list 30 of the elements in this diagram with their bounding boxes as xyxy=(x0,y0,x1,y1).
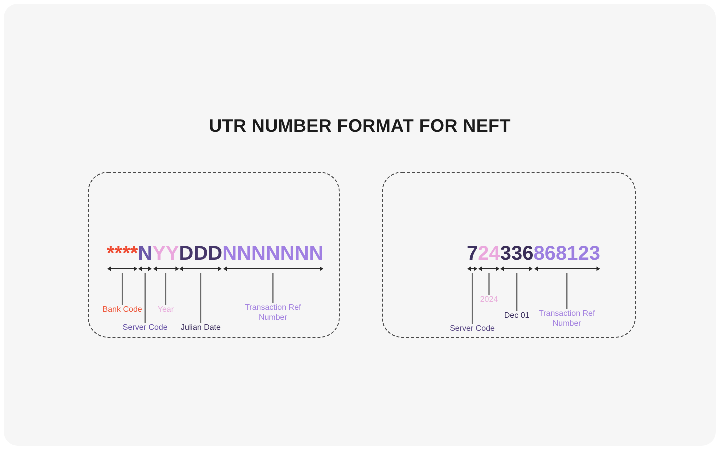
leader-line xyxy=(165,273,167,305)
dashed-panel xyxy=(88,172,340,338)
leader-line xyxy=(200,273,202,323)
segment-label: Bank Code xyxy=(102,305,142,315)
leader-line xyxy=(122,273,124,305)
segment-label: Year xyxy=(158,305,174,315)
leader-line xyxy=(144,273,146,323)
segment-label: Server Code xyxy=(450,324,496,334)
leader-line xyxy=(516,273,518,311)
code-text: 336 xyxy=(500,243,534,265)
code-text: **** xyxy=(107,243,138,265)
code-text: N xyxy=(138,243,153,265)
segment-label: 2024 xyxy=(480,295,498,305)
leader-line xyxy=(566,273,568,309)
code-text: 868123 xyxy=(534,243,600,265)
segment-label: Transaction Ref Number xyxy=(241,303,306,323)
title: UTR NUMBER FORMAT FOR NEFT xyxy=(208,115,512,137)
segment-label: Julian Date xyxy=(180,323,221,333)
segment-label: Transaction Ref Number xyxy=(535,309,600,329)
dashed-panel xyxy=(382,172,636,338)
segment-label: Dec 01 xyxy=(504,311,530,321)
code-text: YY xyxy=(152,243,180,265)
code-text: 24 xyxy=(478,243,500,265)
leader-line xyxy=(488,273,490,295)
code-text: DDD xyxy=(179,243,223,265)
code-text: 7 xyxy=(467,243,478,265)
leader-line xyxy=(272,273,274,303)
code-text: NNNNNNN xyxy=(222,243,324,265)
leader-line xyxy=(472,273,474,324)
segment-label: Server Code xyxy=(122,323,168,333)
